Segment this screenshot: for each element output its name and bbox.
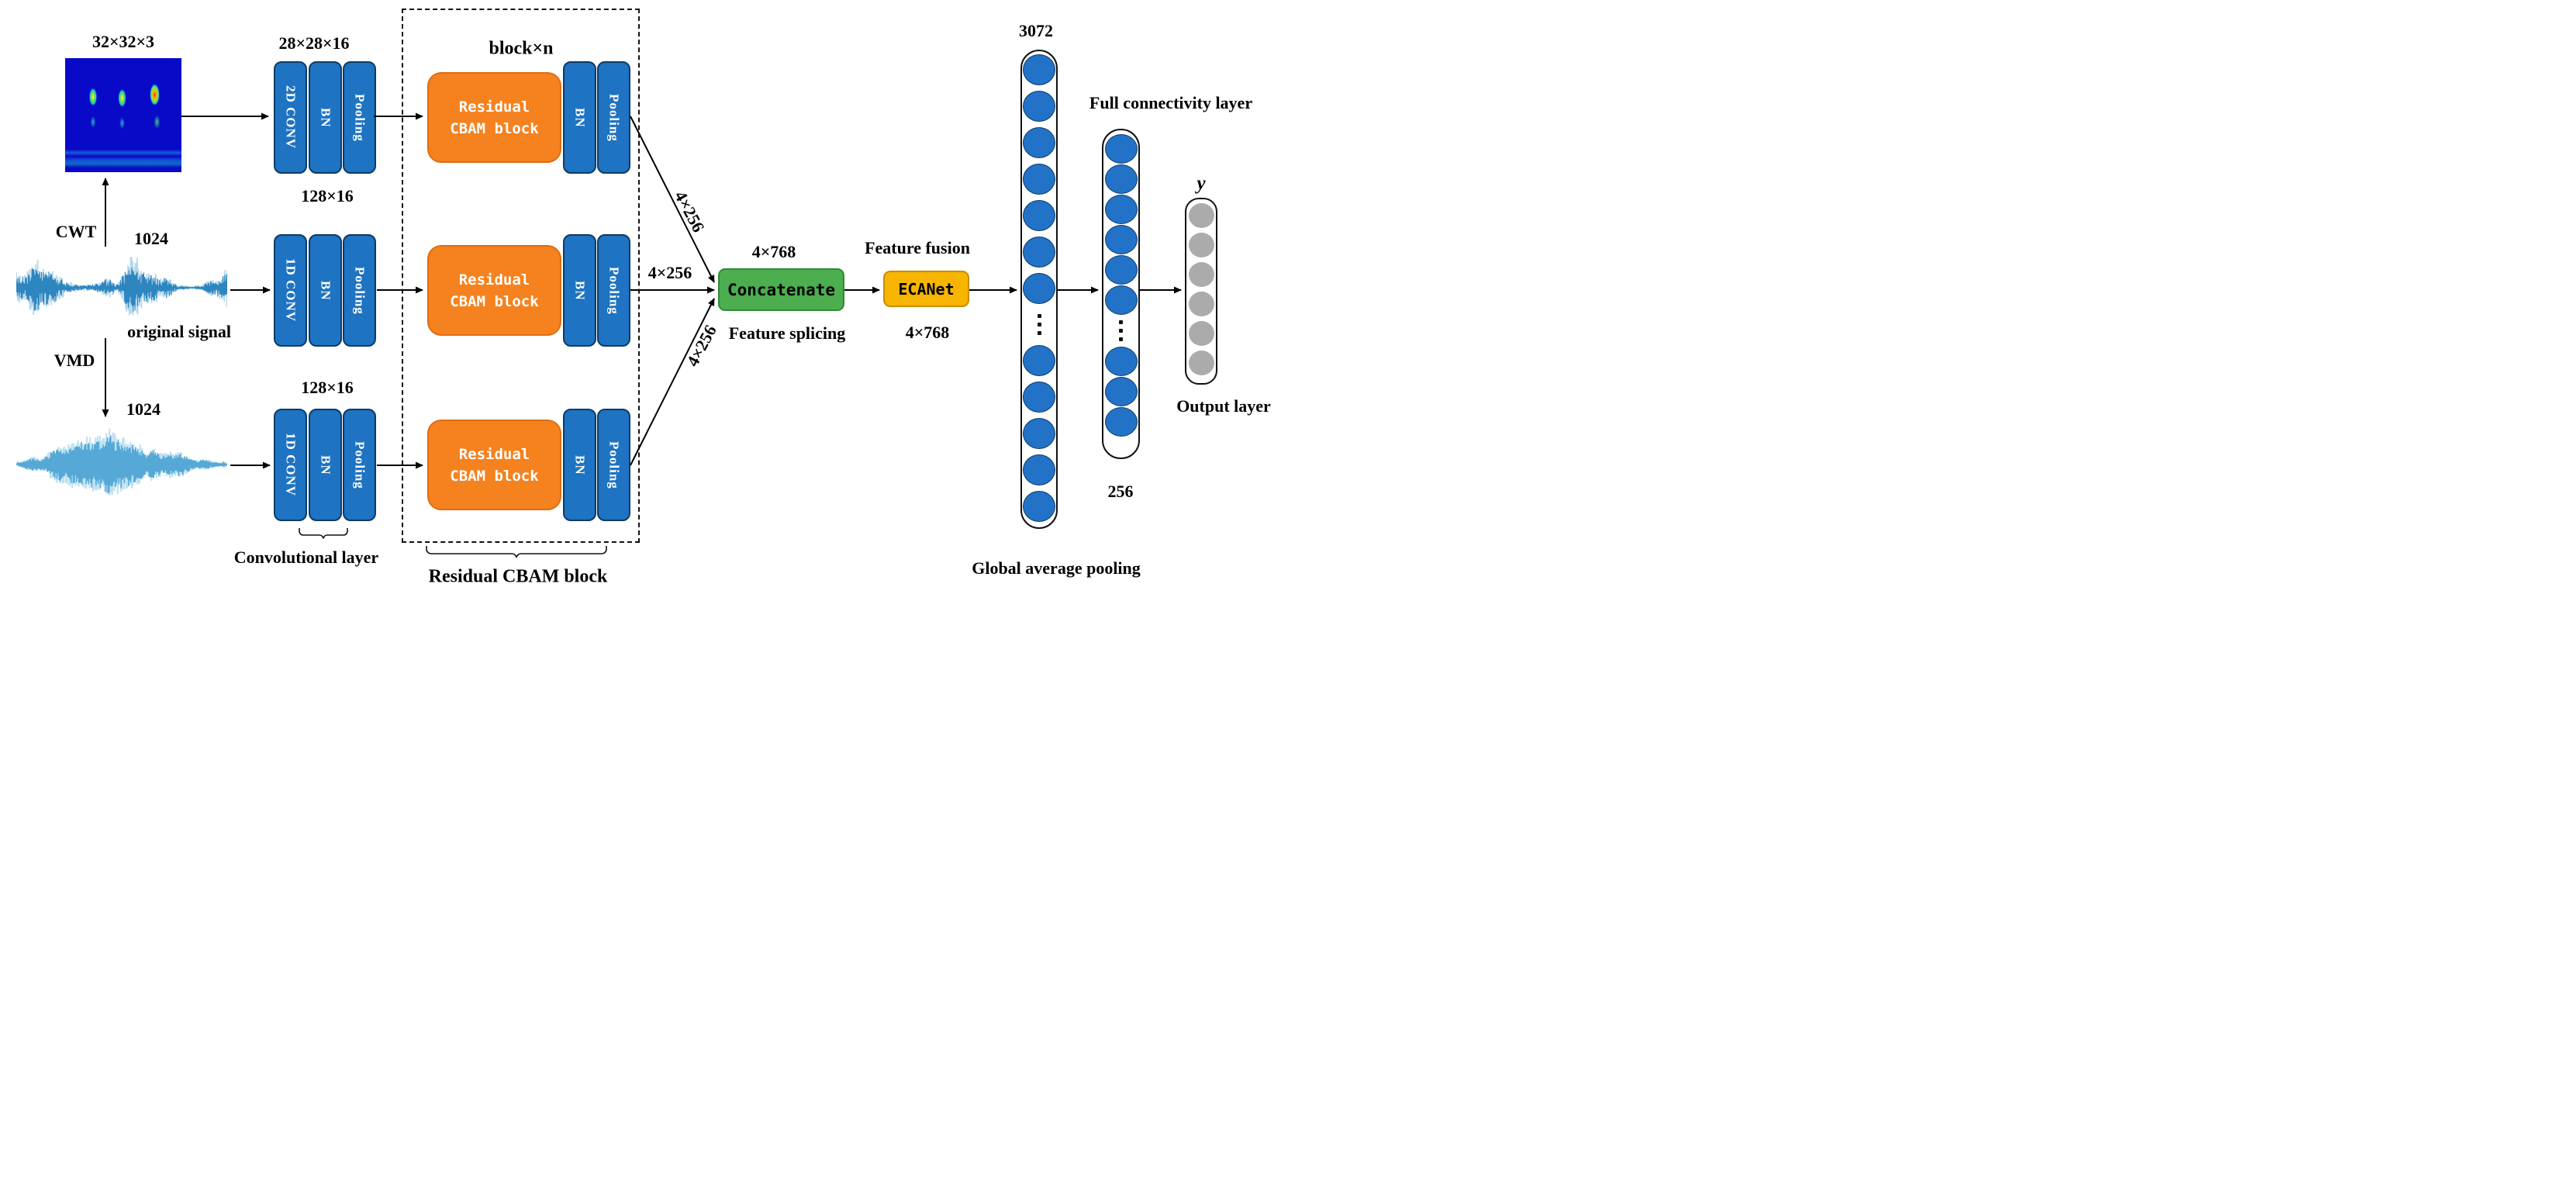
residual-cbam-brace: [426, 546, 607, 558]
output-layer-caption: Output layer: [1176, 396, 1271, 416]
ecanet-dim-label: 4×768: [905, 323, 950, 342]
ellipsis-dots: [1119, 316, 1123, 346]
top-cbam-bn-block: BN: [563, 61, 596, 174]
cbam-text-line2: CBAM block: [450, 119, 539, 137]
mid-branch-dim-label: 4×256: [647, 263, 692, 282]
mid-bn-block: BN: [309, 234, 342, 347]
cbam-text-line2: CBAM block: [450, 467, 539, 485]
neuron-circle: [1104, 407, 1138, 437]
top-cbam-pooling-block: Pooling: [597, 61, 630, 174]
neuron-circle: [1023, 491, 1055, 522]
neuron-circle: [1104, 255, 1138, 285]
neuron-circle: [1104, 195, 1138, 224]
bottom-residual-cbam-block: Residual CBAM block: [427, 420, 561, 510]
block-xn-title: block×n: [489, 38, 554, 59]
bottom-cbam-pooling-block: Pooling: [597, 409, 630, 521]
input-shape-label: 32×32×3: [92, 32, 155, 51]
vmd-signal-waveform: [16, 428, 227, 496]
bottom-bn-block: BN: [309, 409, 342, 521]
bottom-pooling-block: Pooling: [343, 409, 376, 521]
mid-cbam-pooling-block: Pooling: [597, 234, 630, 347]
concatenate-label: Concatenate: [727, 280, 836, 299]
residual-cbam-caption: Residual CBAM block: [428, 566, 608, 587]
neuron-circle: [1023, 273, 1055, 304]
concatenate-block: Concatenate: [718, 268, 844, 311]
top-2d-conv-block: 2D CONV: [274, 61, 307, 174]
top-bn-block: BN: [309, 61, 342, 174]
fc1-neuron-column: [1020, 50, 1058, 529]
output-neuron-column: [1185, 198, 1217, 385]
mid-signal-length-label: 1024: [134, 229, 168, 248]
fc2-size-label: 256: [1107, 482, 1134, 501]
cbam-text-line1: Residual: [458, 98, 530, 116]
bottom-branch-dim-label: 4×256: [682, 321, 720, 370]
neuron-circle: [1023, 91, 1055, 122]
neuron-circle: [1104, 285, 1138, 315]
neuron-circle: [1188, 292, 1214, 316]
cbam-text-line1: Residual: [458, 445, 530, 463]
neuron-circle: [1104, 347, 1138, 376]
neuron-circle: [1023, 237, 1055, 268]
neuron-circle: [1023, 164, 1055, 195]
ecanet-block: ECANet: [883, 271, 969, 307]
neuron-circle: [1188, 262, 1214, 287]
ecanet-label: ECANet: [898, 279, 955, 299]
feature-splicing-caption: Feature splicing: [728, 323, 846, 343]
bottom-1d-conv-block: 1D CONV: [274, 409, 307, 521]
neuron-circle: [1023, 454, 1055, 485]
original-signal-waveform: [16, 257, 227, 316]
global-average-pooling-caption: Global average pooling: [972, 558, 1141, 578]
fc1-size-label: 3072: [1019, 21, 1053, 40]
fc2-neuron-column: [1102, 129, 1140, 459]
neuron-circle: [1104, 225, 1138, 254]
bottom-cbam-bn-block: BN: [563, 409, 596, 521]
neuron-circle: [1188, 321, 1214, 346]
cwt-transform-label: CWT: [55, 222, 97, 241]
neuron-circle: [1023, 127, 1055, 158]
mid-pooling-block: Pooling: [343, 234, 376, 347]
mid-residual-cbam-block: Residual CBAM block: [427, 245, 561, 336]
mid-1d-conv-block: 1D CONV: [274, 234, 307, 347]
mid-cbam-bn-block: BN: [563, 234, 596, 347]
neuron-circle: [1188, 351, 1214, 375]
neuron-circle: [1023, 382, 1055, 413]
network-architecture-diagram: 32×32×3 28×28×16 2D CONV BN Pooling CWT …: [0, 0, 1288, 601]
neuron-circle: [1023, 200, 1055, 231]
cbam-text-line2: CBAM block: [450, 292, 539, 310]
cwt-spectrogram-image: [65, 58, 181, 172]
neuron-circle: [1104, 377, 1138, 406]
neuron-circle: [1104, 164, 1138, 194]
original-signal-label: original signal: [127, 322, 231, 341]
bottom-conv-output-shape-label: 128×16: [301, 378, 354, 397]
vmd-transform-label: VMD: [54, 351, 95, 370]
neuron-circle: [1023, 418, 1055, 449]
top-residual-cbam-block: Residual CBAM block: [427, 72, 561, 163]
neuron-circle: [1023, 54, 1055, 85]
top-conv-output-shape-label: 28×28×16: [278, 33, 350, 53]
output-variable-label: y: [1196, 173, 1206, 194]
mid-conv-output-shape-label: 128×16: [301, 186, 354, 206]
ellipsis-dots: [1037, 309, 1041, 340]
convolutional-layer-brace: [299, 528, 348, 539]
bottom-signal-length-label: 1024: [126, 399, 161, 419]
neuron-circle: [1023, 345, 1055, 376]
feature-fusion-caption: Feature fusion: [865, 238, 970, 257]
concat-dim-label: 4×768: [751, 242, 796, 261]
convolutional-layer-caption: Convolutional layer: [233, 547, 379, 567]
neuron-circle: [1104, 134, 1138, 164]
fc-layer-title: Full connectivity layer: [1089, 93, 1253, 112]
neuron-circle: [1188, 233, 1214, 257]
top-pooling-block: Pooling: [343, 61, 376, 174]
neuron-circle: [1188, 203, 1214, 228]
cbam-text-line1: Residual: [458, 271, 530, 288]
top-branch-dim-label: 4×256: [671, 187, 709, 236]
